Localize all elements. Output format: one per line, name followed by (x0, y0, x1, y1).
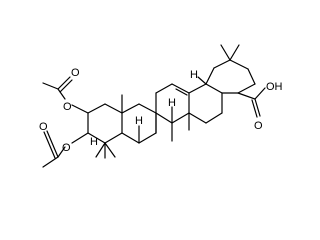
h-label-ring-de: H (190, 69, 198, 81)
ring-a (87, 103, 123, 144)
acetate-upper-ester-o-label: O (63, 101, 72, 113)
h-label-ring-a: H (90, 136, 98, 148)
acetate-lower-ester-o-label: O (62, 142, 71, 154)
angular-methyls (95, 94, 190, 158)
chemical-structure: OH O O O O O H H H H (39, 44, 283, 168)
carboxylic-o-label: O (254, 120, 263, 132)
acetate-upper-carbonyl-o-label: O (71, 67, 80, 79)
acetate-upper: O O (42, 67, 89, 114)
ring-d (188, 83, 223, 124)
ring-e (205, 59, 256, 94)
acetate-lower: O O (39, 121, 89, 168)
h-label-ring-b: H (135, 115, 143, 127)
gem-dimethyl-e (220, 44, 240, 61)
stereo-hydrogens: H H H H (90, 69, 207, 159)
h-label-ring-c: H (168, 97, 176, 109)
carboxylic-acid: OH O (237, 81, 283, 132)
ring-c (155, 83, 190, 124)
carboxylic-oh-label: OH (266, 81, 283, 93)
acetate-lower-carbonyl-o-label: O (39, 121, 48, 133)
